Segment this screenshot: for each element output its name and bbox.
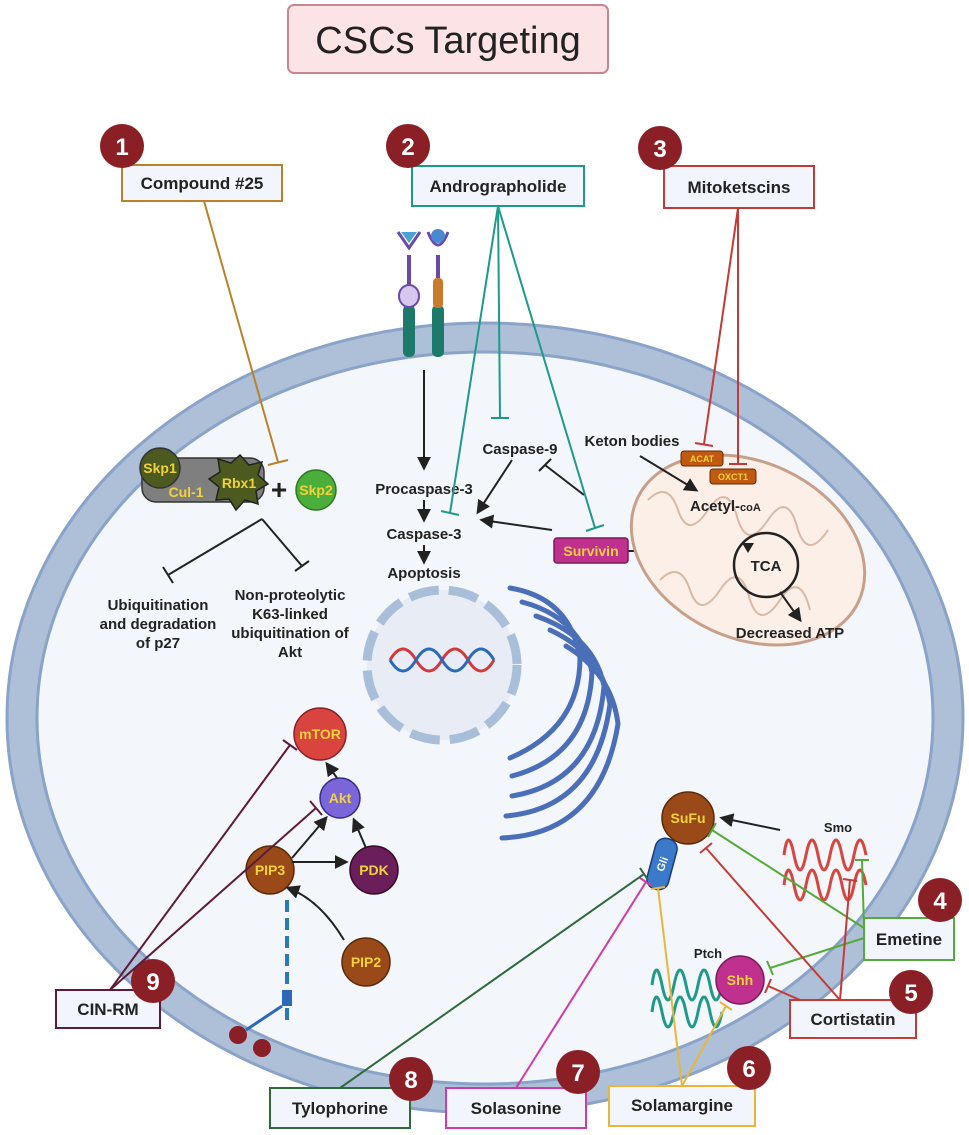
solasonine-inhibition	[515, 877, 653, 1089]
agent-7: Solasonine 7	[445, 1050, 600, 1129]
rbx1-label: Rbx1	[222, 475, 256, 491]
agent-8: Tylophorine 8	[269, 1057, 433, 1129]
procaspase3-label: Procaspase-3	[375, 481, 473, 498]
svg-text:Shh: Shh	[727, 972, 753, 988]
pip2-molecule: PIP2	[341, 937, 391, 987]
svg-text:TCA: TCA	[751, 558, 782, 575]
smo-label: Smo	[824, 820, 852, 835]
tca-cycle: TCA	[732, 531, 800, 599]
plus-sign: +	[271, 474, 287, 505]
svg-text:of p27: of p27	[136, 635, 180, 652]
agent-9-number: 9	[146, 969, 159, 996]
svg-text:mTOR: mTOR	[299, 726, 341, 742]
endoplasmic-reticulum	[499, 585, 621, 841]
svg-text:PDK: PDK	[359, 862, 389, 878]
emetine-inhibition	[707, 822, 869, 976]
agent-7-label: Solasonine	[471, 1099, 562, 1118]
pdk-molecule: PDK	[349, 845, 399, 895]
title-box: CSCs Targeting	[287, 4, 609, 74]
caspase3-label: Caspase-3	[386, 526, 461, 543]
page-title: CSCs Targeting	[315, 20, 580, 62]
akt-molecule: Akt	[319, 777, 361, 819]
keton-bodies-label: Keton bodies	[584, 433, 679, 450]
svg-text:Survivin: Survivin	[563, 543, 618, 559]
caspase9-label: Caspase-9	[482, 441, 557, 458]
mtor-molecule: mTOR	[293, 707, 347, 761]
agent-7-number: 7	[571, 1060, 584, 1087]
agent-2-label: Andrographolide	[430, 177, 567, 196]
survivin: Survivin	[553, 537, 629, 564]
svg-text:Non-proteolytic: Non-proteolytic	[235, 587, 346, 604]
svg-text:PIP3: PIP3	[255, 862, 286, 878]
agent-3-label: Mitoketscins	[688, 178, 791, 197]
svg-text:Akt: Akt	[278, 644, 302, 661]
agent-1-number: 1	[115, 134, 128, 161]
solamargine-inhibition	[650, 886, 733, 1087]
apoptosis-label: Apoptosis	[387, 565, 460, 582]
agent-8-label: Tylophorine	[292, 1099, 388, 1118]
svg-text:OXCT1: OXCT1	[718, 472, 748, 482]
skp1-label: Skp1	[143, 460, 177, 476]
acat-enzyme: ACAT	[680, 450, 724, 467]
scf-complex: Skp1 Cul-1 Rbx1 + Skp2	[139, 447, 337, 512]
agent-5-number: 5	[904, 980, 917, 1007]
svg-text:ubiquitination of: ubiquitination of	[231, 625, 349, 642]
svg-text:SuFu: SuFu	[671, 810, 706, 826]
ptch-receptor	[650, 968, 724, 1029]
svg-text:Akt: Akt	[329, 790, 352, 806]
pip3-molecule: PIP3	[245, 845, 295, 895]
shh-molecule: Shh	[715, 955, 765, 1005]
akt-pathway-arrows	[285, 761, 367, 941]
agent-5-label: Cortistatin	[811, 1010, 896, 1029]
death-receptor	[396, 229, 450, 357]
mito-arrows	[639, 455, 802, 623]
decreased-atp-label: Decreased ATP	[736, 625, 844, 642]
acetyl-coa-label: Acetyl-coA	[690, 498, 761, 515]
k63-ubiquitination-text: Non-proteolytic K63-linked ubiquitinatio…	[231, 587, 349, 661]
cortistatin-inhibition	[699, 842, 858, 1001]
cul1-label: Cul-1	[169, 484, 204, 500]
pi3k-receptor	[229, 900, 292, 1057]
tylophorine-inhibition	[339, 867, 649, 1089]
svg-text:PIP2: PIP2	[351, 954, 382, 970]
nucleus	[362, 585, 522, 745]
hedgehog-arrows	[719, 813, 781, 831]
agent-3-number: 3	[653, 136, 666, 163]
apoptosis-arrows	[417, 370, 636, 565]
agent-6-number: 6	[742, 1056, 755, 1083]
ptch-label: Ptch	[694, 946, 722, 961]
agent-8-number: 8	[404, 1067, 417, 1094]
cinrm-inhibition	[109, 739, 323, 991]
svg-text:ACAT: ACAT	[690, 454, 715, 464]
agent-4-number: 4	[933, 888, 947, 915]
agent-6-label: Solamargine	[631, 1096, 733, 1115]
svg-text:Gli: Gli	[655, 855, 671, 873]
smo-receptor	[782, 838, 868, 902]
agent-2-number: 2	[401, 134, 414, 161]
ubiquitination-p27-text: Ubiquitination and degradation of p27	[100, 597, 217, 652]
agent-4-label: Emetine	[876, 930, 942, 949]
andrographolide-inhibition	[440, 205, 605, 532]
mitoketscins-inhibition	[694, 207, 747, 465]
agent-3: Mitoketscins 3	[638, 126, 815, 209]
agent-2: Andrographolide 2	[386, 124, 585, 207]
skp2-label: Skp2	[299, 482, 333, 498]
agent-9: CIN-RM 9	[55, 959, 175, 1029]
agent-5: Cortistatin 5	[789, 970, 933, 1039]
compound25-inhibition	[203, 200, 289, 466]
agent-9-label: CIN-RM	[77, 1000, 138, 1019]
svg-text:and degradation: and degradation	[100, 616, 217, 633]
sufu-molecule: SuFu	[661, 791, 715, 845]
agent-1-label: Compound #25	[141, 174, 264, 193]
scf-inhibition-lines	[162, 518, 310, 584]
svg-text:Ubiquitination: Ubiquitination	[108, 597, 209, 614]
gli-molecule: Gli	[646, 837, 678, 891]
svg-text:K63-linked: K63-linked	[252, 606, 328, 623]
agent-1: Compound #25 1	[100, 124, 283, 202]
oxct1-enzyme: OXCT1	[709, 468, 757, 485]
